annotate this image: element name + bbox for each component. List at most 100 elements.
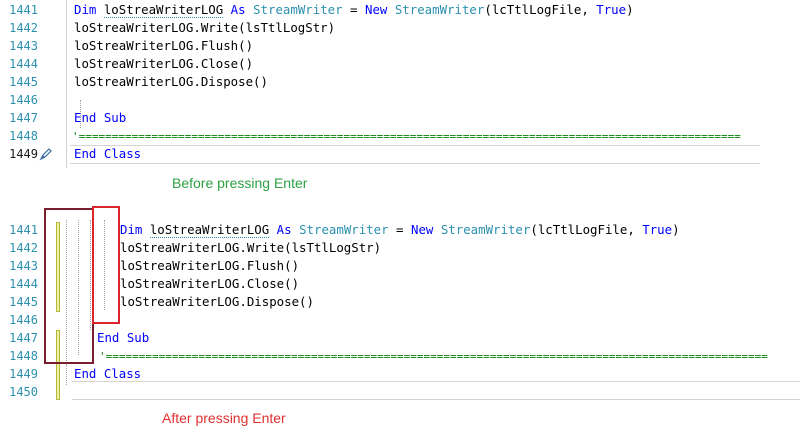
code-text[interactable]: loStreaWriterLOG.Flush()	[74, 37, 253, 55]
gutter-divider	[66, 0, 67, 168]
type-token: StreamWriter	[440, 222, 531, 237]
line-number: 1449	[9, 367, 38, 381]
keyword-token: True	[642, 222, 673, 237]
highlight-box-gutter	[44, 208, 94, 364]
code-line[interactable]: 1444 loStreaWriterLOG.Close()	[0, 55, 800, 73]
code-text[interactable]: End Sub	[74, 109, 126, 127]
code-text[interactable]: loStreaWriterLOG.Flush()	[120, 257, 299, 275]
keyword-token: New	[410, 222, 441, 237]
code-line[interactable]: 1441 Dim loStreaWriterLOG As StreamWriter…	[0, 1, 800, 19]
line-number: 1442	[9, 21, 38, 35]
keyword-token: As	[276, 222, 300, 237]
code-line[interactable]: 1446	[0, 91, 800, 109]
line-number: 1446	[9, 313, 38, 327]
code-line[interactable]: 1447 End Sub	[0, 329, 800, 347]
line-number: 1448	[9, 129, 38, 143]
code-line[interactable]: 1445 loStreaWriterLOG.Dispose()	[0, 293, 800, 311]
code-token: (lcTtlLogFile,	[530, 222, 643, 237]
code-line[interactable]: 1442 loStreaWriterLOG.Write(lsTtlLogStr)	[0, 19, 800, 37]
line-number: 1444	[9, 57, 38, 71]
code-line[interactable]: 1450	[0, 383, 800, 401]
code-token: loStreaWriterLOG	[149, 222, 270, 238]
code-text[interactable]: loStreaWriterLOG.Dispose()	[120, 293, 314, 311]
code-token: =	[388, 222, 411, 237]
code-line[interactable]: 1446	[0, 311, 800, 329]
code-text[interactable]: Dim loStreaWriterLOG As StreamWriter = N…	[120, 221, 680, 239]
code-text[interactable]: '=======================================…	[99, 347, 800, 366]
line-number: 1441	[9, 3, 38, 17]
code-text[interactable]: loStreaWriterLOG.Write(lsTtlLogStr)	[74, 19, 335, 37]
change-bar	[56, 330, 60, 400]
code-text[interactable]: End Class	[74, 365, 141, 383]
keyword-token: As	[230, 2, 254, 17]
line-number: 1444	[9, 277, 38, 291]
code-line[interactable]: 1448 '===================================…	[0, 127, 800, 145]
code-token: loStreaWriterLOG.Close()	[74, 56, 254, 71]
indent-guide	[66, 220, 67, 385]
change-bar	[56, 222, 60, 312]
keyword-token: End Class	[74, 146, 142, 161]
keyword-token: Dim	[74, 2, 104, 17]
code-token: loStreaWriterLOG.Flush()	[74, 38, 254, 53]
code-text[interactable]: End Sub	[97, 329, 149, 347]
keyword-token: Dim	[120, 222, 150, 237]
code-token: (lcTtlLogFile,	[484, 2, 597, 17]
line-number: 1445	[9, 75, 38, 89]
editor-after: 1441 Dim loStreaWriterLOG As StreamWriter…	[0, 220, 800, 405]
code-text[interactable]: loStreaWriterLOG.Close()	[120, 275, 299, 293]
line-number: 1445	[9, 295, 38, 309]
code-text[interactable]: Dim loStreaWriterLOG As StreamWriter = N…	[74, 1, 634, 19]
code-token: )	[626, 2, 634, 17]
line-number: 1447	[9, 331, 38, 345]
keyword-token: New	[364, 2, 395, 17]
code-token: loStreaWriterLOG.Flush()	[120, 258, 300, 273]
type-token: StreamWriter	[299, 222, 389, 237]
keyword-token: True	[596, 2, 627, 17]
code-line[interactable]: 1449 End Class	[0, 365, 800, 383]
code-text[interactable]: loStreaWriterLOG.Dispose()	[74, 73, 268, 91]
code-line[interactable]: 1445 loStreaWriterLOG.Dispose()	[0, 73, 800, 91]
code-token: loStreaWriterLOG.Write(lsTtlLogStr)	[74, 20, 336, 35]
type-token: StreamWriter	[394, 2, 485, 17]
code-line[interactable]: 1448 '===================================…	[0, 347, 800, 365]
code-line[interactable]: 1447 End Sub	[0, 109, 800, 127]
indent-guide	[80, 100, 81, 128]
code-line[interactable]: 1444 loStreaWriterLOG.Close()	[0, 275, 800, 293]
indent-guide	[78, 220, 79, 355]
code-line[interactable]: 1441 Dim loStreaWriterLOG As StreamWriter…	[0, 221, 800, 239]
code-token: loStreaWriterLOG.Dispose()	[74, 74, 268, 89]
line-number: 1447	[9, 111, 38, 125]
code-line[interactable]: 1449 End Class	[0, 145, 800, 163]
current-line-highlight	[72, 381, 800, 400]
code-token: loStreaWriterLOG.Close()	[120, 276, 300, 291]
line-number: 1446	[9, 93, 38, 107]
keyword-token: End Sub	[74, 110, 127, 125]
code-token: loStreaWriterLOG	[103, 2, 224, 18]
caption-before: Before pressing Enter	[172, 175, 308, 191]
code-text[interactable]: End Class	[74, 145, 141, 163]
code-token	[223, 2, 230, 17]
code-token: =	[342, 2, 365, 17]
keyword-token: End Sub	[97, 330, 150, 345]
type-token: StreamWriter	[253, 2, 343, 17]
keyword-token: End Class	[74, 366, 142, 381]
line-number: 1441	[9, 223, 38, 237]
current-line-highlight	[70, 145, 760, 164]
comment-separator: '=======================================…	[72, 130, 741, 143]
caption-after: After pressing Enter	[162, 410, 286, 426]
line-number: 1448	[9, 349, 38, 363]
quick-action-pen-icon[interactable]	[39, 147, 53, 161]
line-number: 1449	[9, 147, 38, 161]
code-text[interactable]: '=======================================…	[72, 127, 760, 146]
code-token: loStreaWriterLOG.Dispose()	[120, 294, 314, 309]
indent-guide	[90, 220, 91, 330]
indent-guide	[104, 220, 105, 310]
code-token	[269, 222, 276, 237]
code-token: loStreaWriterLOG.Write(lsTtlLogStr)	[120, 240, 382, 255]
code-token: )	[672, 222, 680, 237]
code-text[interactable]: loStreaWriterLOG.Close()	[74, 55, 253, 73]
code-text[interactable]: loStreaWriterLOG.Write(lsTtlLogStr)	[120, 239, 381, 257]
